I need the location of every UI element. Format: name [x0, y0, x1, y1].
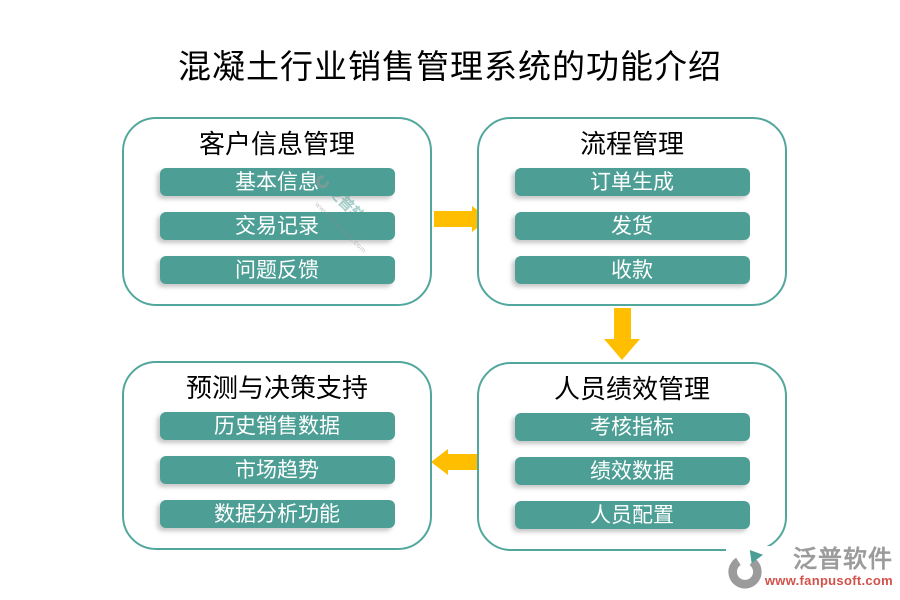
logo-brand-text: 泛普软件: [793, 546, 893, 573]
box-customer-info: 客户信息管理 基本信息 交易记录 问题反馈: [122, 117, 432, 306]
box-personnel-performance-title: 人员绩效管理: [553, 375, 710, 404]
pill-data-analysis: 数据分析功能: [159, 500, 395, 528]
box-customer-info-title: 客户信息管理: [198, 130, 355, 159]
pill-issue-feedback: 问题反馈: [159, 256, 395, 284]
arrow-down-shaft: [613, 308, 631, 339]
fanpusoft-logo: 泛普软件 www.fanpusoft.com: [725, 546, 893, 590]
box-process-management-title: 流程管理: [579, 130, 684, 159]
arrow-down-icon: [604, 308, 640, 360]
page-title: 混凝土行业销售管理系统的功能介绍: [178, 50, 722, 86]
pill-historical-sales-data: 历史销售数据: [159, 412, 395, 440]
box-process-management: 流程管理 订单生成 发货 收款: [477, 117, 787, 306]
pill-transaction-records: 交易记录: [159, 212, 395, 240]
pill-basic-info: 基本信息: [159, 168, 395, 196]
logo-url-text: www.fanpusoft.com: [764, 573, 893, 588]
box-forecast-decision-support-title: 预测与决策支持: [185, 374, 368, 403]
box-forecast-decision-support: 预测与决策支持 历史销售数据 市场趋势 数据分析功能: [122, 361, 432, 550]
box-personnel-performance: 人员绩效管理 考核指标 绩效数据 人员配置: [477, 362, 787, 551]
pill-market-trends: 市场趋势: [159, 456, 395, 484]
pill-staff-allocation: 人员配置: [514, 501, 750, 529]
pill-payment-collection: 收款: [514, 256, 750, 284]
fanpu-logo-icon: [728, 550, 763, 589]
pill-assessment-indicators: 考核指标: [514, 413, 750, 441]
pill-performance-data: 绩效数据: [514, 457, 750, 485]
arrow-left-head: [431, 449, 448, 475]
pill-order-generation: 订单生成: [514, 168, 750, 196]
arrow-right-shaft: [434, 211, 472, 227]
pill-shipping: 发货: [514, 212, 750, 240]
arrow-down-head: [604, 339, 640, 360]
